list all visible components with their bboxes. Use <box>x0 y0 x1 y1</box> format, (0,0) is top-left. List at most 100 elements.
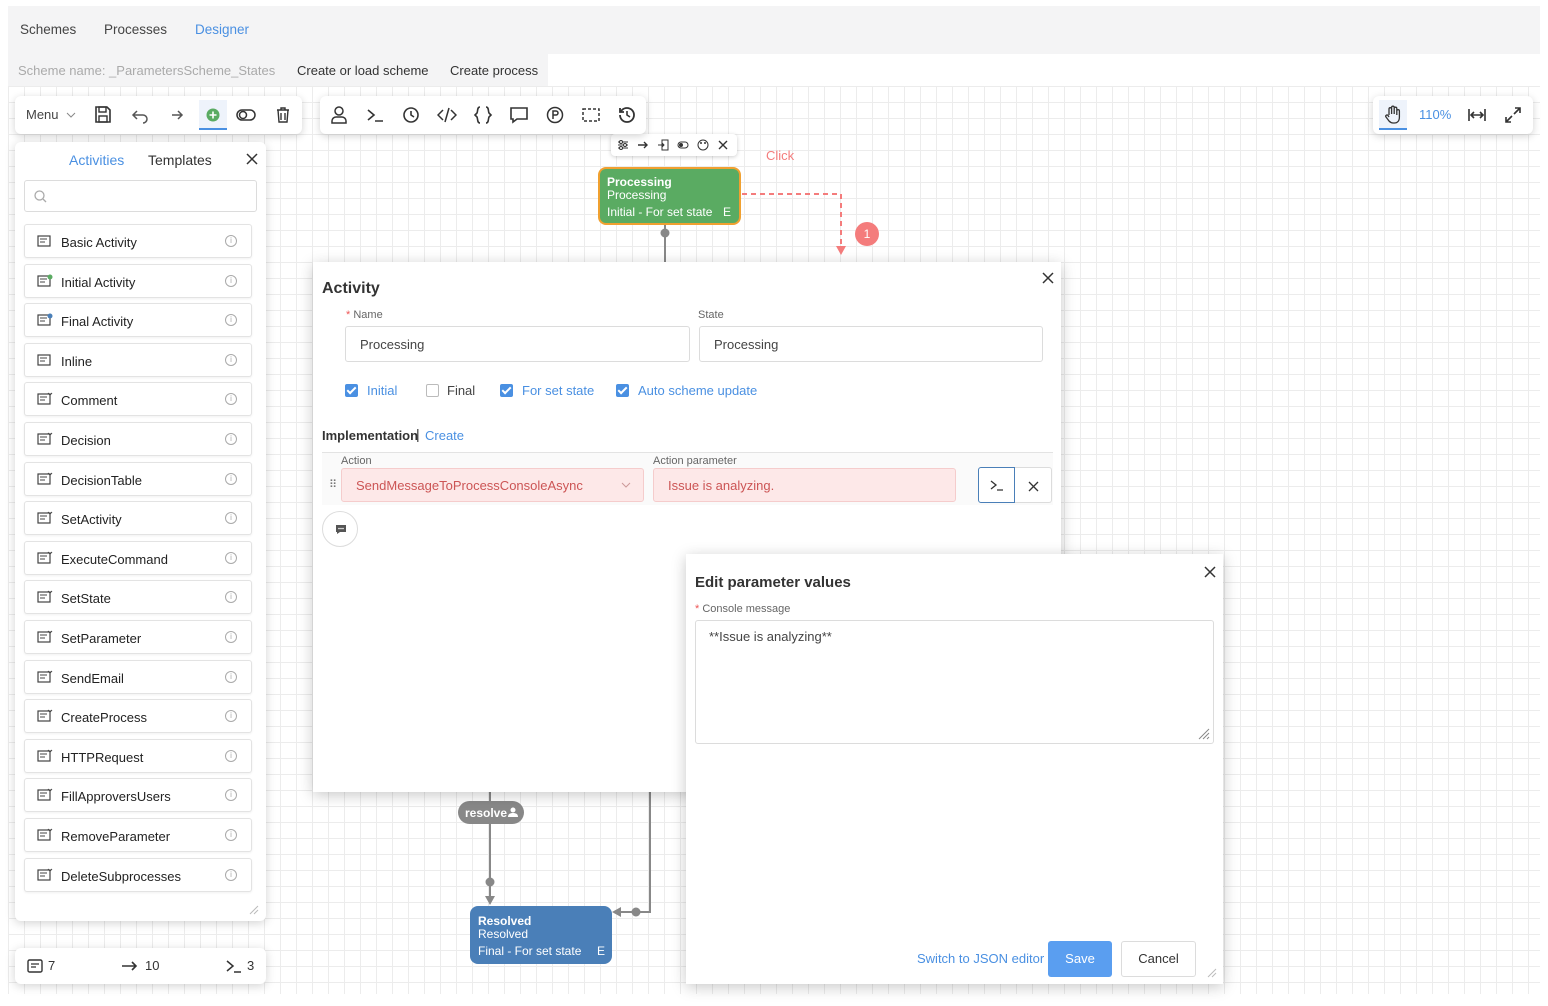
info-icon[interactable]: i <box>225 393 237 406</box>
resize-handle-icon[interactable] <box>249 905 259 915</box>
toggle-icon[interactable] <box>236 105 256 125</box>
node-resolved[interactable]: Resolved Resolved Final - For set state … <box>470 906 612 964</box>
pan-tool-active[interactable] <box>1379 100 1407 130</box>
activity-item-label: Comment <box>61 393 118 409</box>
remove-action-button[interactable] <box>1015 467 1052 503</box>
history-icon[interactable] <box>617 105 637 125</box>
node-processing[interactable]: Processing Processing Initial - For set … <box>598 167 741 225</box>
activity-item-label: Decision <box>61 433 111 448</box>
switch-json-editor-link[interactable]: Switch to JSON editor <box>917 951 1045 966</box>
info-icon[interactable]: i <box>225 710 237 723</box>
add-comment-button[interactable] <box>322 511 358 547</box>
action-select[interactable]: SendMessageToProcessConsoleAsync <box>341 468 644 502</box>
command-count: 3 <box>247 958 255 973</box>
command-icon[interactable] <box>365 105 385 125</box>
info-icon[interactable]: i <box>225 749 237 762</box>
tab-templates[interactable]: Templates <box>148 152 212 168</box>
fit-width-icon[interactable] <box>1467 105 1487 125</box>
zoom-level[interactable]: 110% <box>1419 107 1452 122</box>
info-icon[interactable]: i <box>225 868 237 881</box>
fullscreen-icon[interactable] <box>1503 105 1523 125</box>
add-tool-active[interactable] <box>199 100 227 130</box>
activity-search-input[interactable] <box>24 180 257 212</box>
undo-icon[interactable] <box>130 105 150 125</box>
resize-handle-icon[interactable] <box>1198 728 1210 740</box>
code-icon[interactable] <box>437 105 457 125</box>
close-icon[interactable] <box>246 153 258 165</box>
info-icon[interactable]: i <box>225 235 237 247</box>
save-icon[interactable] <box>93 105 113 125</box>
menu-button[interactable]: Menu <box>26 107 59 122</box>
info-icon[interactable]: i <box>225 433 237 445</box>
drag-handle-icon[interactable]: ⠿ <box>329 479 337 491</box>
close-icon[interactable] <box>718 140 728 150</box>
actor-icon[interactable] <box>329 105 349 125</box>
main-toolbar: Menu <box>15 96 302 134</box>
info-icon[interactable]: i <box>225 829 237 841</box>
state-input[interactable]: Processing <box>699 326 1043 362</box>
initial-checkbox[interactable] <box>345 384 358 397</box>
arrow-right-icon[interactable] <box>637 139 649 151</box>
activity-item[interactable]: Comment i <box>24 382 252 417</box>
final-checkbox[interactable] <box>426 384 439 397</box>
trash-icon[interactable] <box>273 105 293 125</box>
info-icon[interactable]: i <box>225 353 237 366</box>
save-button[interactable]: Save <box>1048 941 1112 977</box>
close-icon[interactable] <box>1204 566 1216 578</box>
nav-schemes[interactable]: Schemes <box>20 22 77 37</box>
timer-icon[interactable] <box>401 105 421 125</box>
info-icon[interactable]: i <box>225 591 237 604</box>
info-icon[interactable]: i <box>225 551 237 564</box>
cancel-button[interactable]: Cancel <box>1121 941 1196 977</box>
activity-type-icon <box>37 235 51 247</box>
activity-type-icon <box>37 789 53 801</box>
settings-sliders-icon[interactable] <box>617 139 629 151</box>
name-input[interactable]: Processing <box>345 326 690 362</box>
comment-icon[interactable] <box>509 105 529 125</box>
transition-label[interactable]: resolve <box>458 801 524 824</box>
login-icon[interactable] <box>657 139 669 151</box>
parameter-icon[interactable] <box>545 105 565 125</box>
create-process-button[interactable]: Create process <box>450 63 539 78</box>
for-set-state-checkbox[interactable] <box>500 384 513 397</box>
palette-icon[interactable] <box>697 139 709 151</box>
action-parameter-input[interactable]: Issue is analyzing. <box>653 468 956 502</box>
resize-handle-icon[interactable] <box>1207 968 1217 978</box>
select-area-icon[interactable] <box>581 105 601 125</box>
info-icon[interactable]: i <box>225 512 237 525</box>
redo-icon[interactable] <box>165 105 185 125</box>
toggle-icon[interactable] <box>677 139 689 151</box>
info-icon[interactable]: i <box>225 274 237 287</box>
edit-parameter-button[interactable] <box>978 467 1015 503</box>
nav-processes[interactable]: Processes <box>104 22 168 37</box>
create-implementation-link[interactable]: Create <box>425 428 465 443</box>
nav-designer[interactable]: Designer <box>195 22 250 37</box>
activity-item[interactable]: Decision i <box>24 422 252 456</box>
auto-scheme-update-checkbox[interactable] <box>616 384 629 397</box>
info-icon[interactable]: i <box>225 789 237 802</box>
info-icon[interactable]: i <box>225 631 237 643</box>
tab-activities[interactable]: Activities <box>69 152 125 168</box>
info-icon[interactable]: i <box>225 472 237 485</box>
braces-icon[interactable] <box>473 105 493 125</box>
info-icon[interactable]: i <box>225 314 237 327</box>
close-icon[interactable] <box>1042 272 1054 284</box>
create-load-scheme-button[interactable]: Create or load scheme <box>297 63 429 78</box>
info-icon[interactable]: i <box>225 670 237 683</box>
console-message-textarea[interactable]: **Issue is analyzing** <box>695 620 1214 744</box>
